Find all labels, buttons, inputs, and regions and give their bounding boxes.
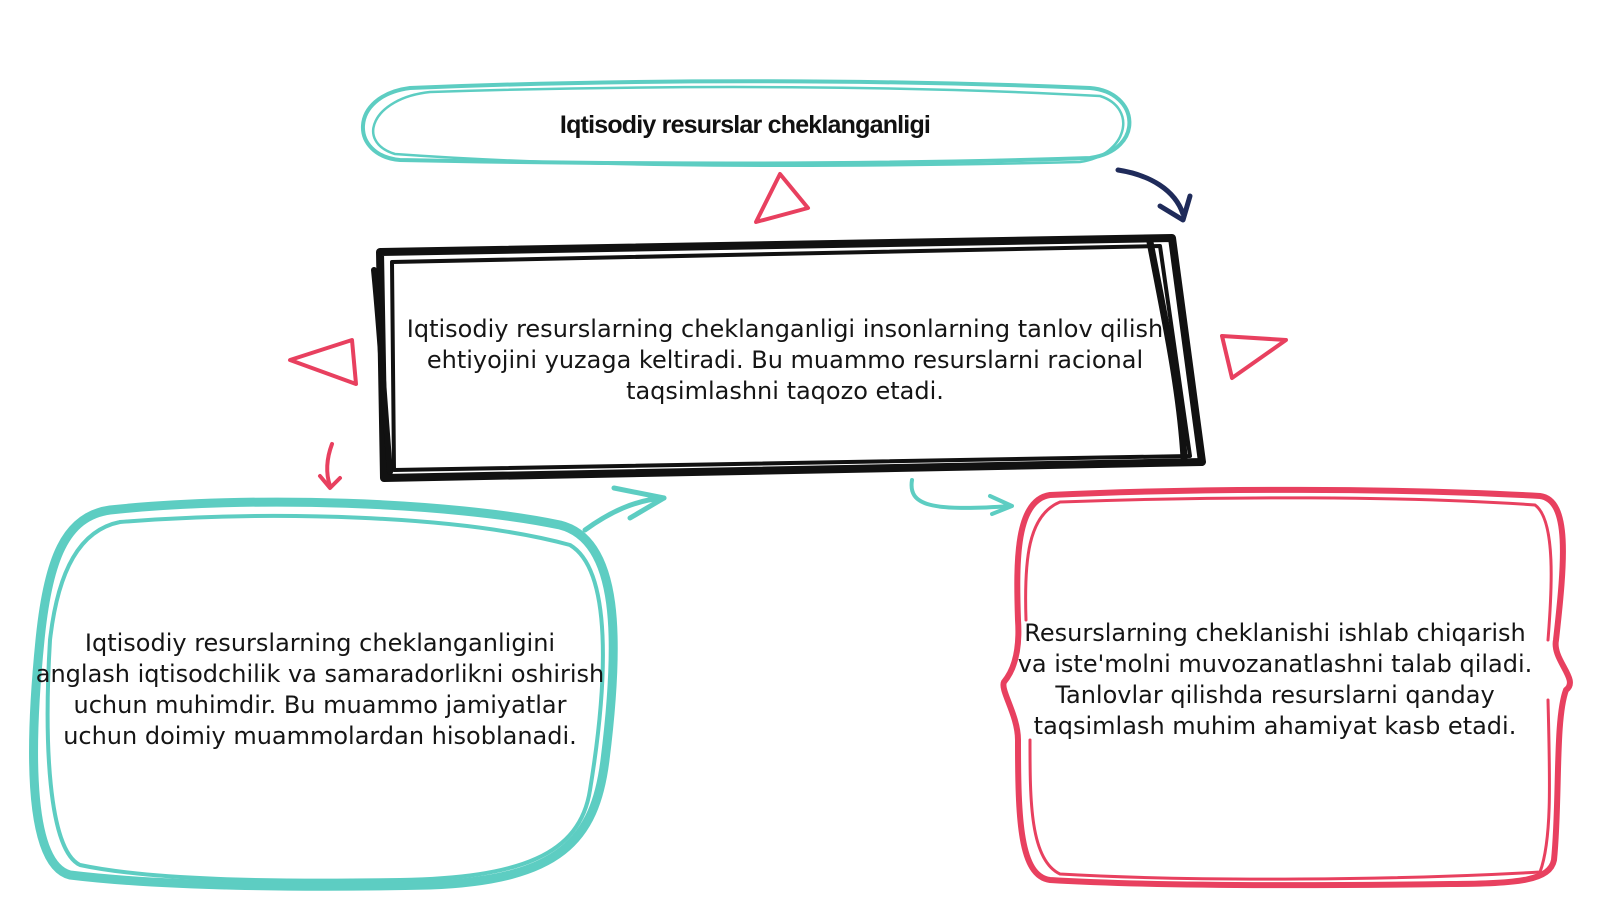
left-box-text: Iqtisodiy resurslarning cheklanganligini… [35,629,605,750]
center-box-outline [371,234,1206,482]
navy-arrow [1115,167,1193,223]
center-box-text: Iqtisodiy resurslarning cheklanganligi i… [406,314,1164,405]
title-pill-outline [361,79,1132,168]
title-label: Iqtisodiy resurslar cheklanganligi [559,110,931,139]
right-box-text: Resurslarning cheklanishi ishlab chiqari… [1017,619,1533,740]
red-triangle-top [754,172,810,224]
teal-arrow-left [582,485,667,533]
right-box-outline [1000,486,1573,889]
red-triangle-right [1220,334,1288,380]
red-small-arrow [318,442,342,490]
teal-arrow-right [909,478,1014,516]
red-triangle-left [288,338,358,386]
left-box-outline [29,497,618,891]
